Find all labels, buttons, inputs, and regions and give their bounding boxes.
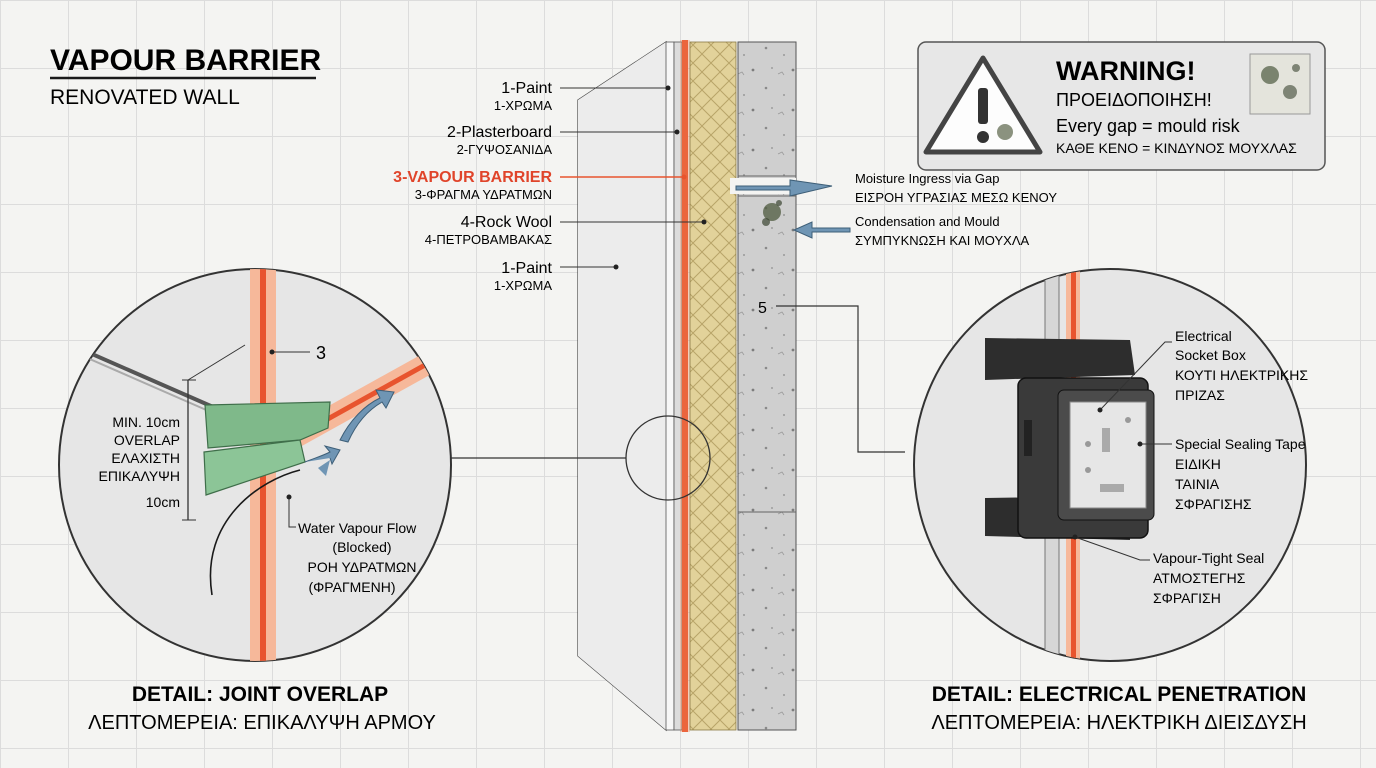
seal-line-3: ΣΦΡΑΓΙΣΗ — [1153, 590, 1221, 606]
socket-line-3: ΚΟΥΤΙ ΗΛΕΚΤΡΙΚΗΣ — [1175, 367, 1308, 383]
wall-section — [448, 40, 797, 732]
marker-3: 3 — [316, 343, 326, 363]
warning-title-gr: ΠΡΟΕΙΔΟΠΟΙΗΣΗ! — [1056, 90, 1212, 110]
flow-line-1: Water Vapour Flow — [298, 520, 417, 536]
layer-labels: 1-Paint 1-ΧΡΩΜΑ 2-Plasterboard 2-ΓΥΨΟΣΑΝ… — [393, 80, 707, 293]
tape-line-2: ΕΙΔΙΚΗ — [1175, 456, 1221, 472]
tape-line-3: ΤΑΙΝΙΑ — [1175, 476, 1220, 492]
page-subtitle: RENOVATED WALL — [50, 86, 240, 109]
layer-5-label-gr: 1-ΧΡΩΜΑ — [494, 278, 552, 293]
detail-left-caption-gr: ΛΕΠΤΟΜΕΡΕΙΑ: ΕΠΙΚΑΛΥΨΗ ΑΡΜΟΥ — [88, 712, 436, 734]
layer-4-label: 4-Rock Wool — [461, 214, 552, 231]
mould-photo — [1249, 53, 1311, 115]
overlap-line-3: ΕΛΑΧΙΣΤΗ — [111, 450, 180, 466]
layer-4-label-gr: 4-ΠΕΤΡΟΒΑΜΒΑΚΑΣ — [425, 232, 552, 247]
flow-line-4: (ΦΡΑΓΜΕΝΗ) — [308, 579, 395, 595]
joint-overlap-detail: MIN. 10cm OVERLAP ΕΛΑΧΙΣΤΗ ΕΠΙΚΑΛΥΨΗ 10c… — [58, 268, 452, 662]
seal-line-2: ΑΤΜΟΣΤΕΓΗΣ — [1153, 570, 1246, 586]
condensation-label-gr: ΣΥΜΠΥΚΝΩΣΗ ΚΑΙ ΜΟΥΧΛΑ — [855, 233, 1030, 248]
ingress-label-gr: ΕΙΣΡΟΗ ΥΓΡΑΣΙΑΣ ΜΕΣΩ ΚΕΝΟΥ — [855, 190, 1057, 205]
masonry-layer — [737, 41, 797, 731]
overlap-line-5: 10cm — [146, 494, 180, 510]
warning-line-gr: ΚΑΘΕ ΚΕΝΟ = ΚΙΝΔΥΝΟΣ ΜΟΥΧΛΑΣ — [1056, 140, 1297, 156]
layer-1-label: 1-Paint — [501, 80, 552, 97]
layer-2-label-gr: 2-ΓΥΨΟΣΑΝΙΔΑ — [457, 142, 553, 157]
rock-wool-layer — [689, 41, 737, 731]
socket-line-1: Electrical — [1175, 328, 1232, 344]
socket-line-4: ΠΡΙΖΑΣ — [1175, 387, 1225, 403]
layer-3-label: 3-VAPOUR BARRIER — [393, 169, 552, 186]
tape-line-1: Special Sealing Tape — [1175, 436, 1306, 452]
condensation-label: Condensation and Mould — [855, 214, 1000, 229]
seal-line-1: Vapour-Tight Seal — [1153, 550, 1264, 566]
mould-spot — [763, 203, 781, 221]
overlap-line-1: MIN. 10cm — [112, 414, 180, 430]
flow-line-2: (Blocked) — [332, 539, 391, 555]
layer-2-label: 2-Plasterboard — [447, 124, 552, 141]
detail-right-caption-gr: ΛΕΠΤΟΜΕΡΕΙΑ: ΗΛΕΚΤΡΙΚΗ ΔΙΕΙΣΔΥΣΗ — [931, 712, 1306, 734]
marker-5: 5 — [758, 300, 767, 317]
layer-5-label: 1-Paint — [501, 260, 552, 277]
socket-line-2: Socket Box — [1175, 347, 1246, 363]
layer-3-label-gr: 3-ΦΡΑΓΜΑ ΥΔΡΑΤΜΩΝ — [415, 187, 552, 202]
detail-right-caption: DETAIL: ELECTRICAL PENETRATION — [932, 683, 1307, 706]
moisture-callouts: Moisture Ingress via Gap ΕΙΣΡΟΗ ΥΓΡΑΣΙΑΣ… — [735, 171, 1057, 453]
overlap-line-4: ΕΠΙΚΑΛΥΨΗ — [99, 468, 180, 484]
overlap-line-2: OVERLAP — [114, 432, 180, 448]
page-title: VAPOUR BARRIER — [50, 44, 321, 77]
warning-title: WARNING! — [1056, 56, 1195, 86]
flow-line-3: ΡΟΗ ΥΔΡΑΤΜΩΝ — [307, 559, 416, 575]
detail-left-caption: DETAIL: JOINT OVERLAP — [132, 683, 388, 706]
warning-box: WARNING! ΠΡΟΕΙΔΟΠΟΙΗΣΗ! Every gap = moul… — [917, 41, 1326, 171]
electrical-penetration-detail: Electrical Socket Box ΚΟΥΤΙ ΗΛΕΚΤΡΙΚΗΣ Π… — [913, 268, 1308, 662]
tape-line-4: ΣΦΡΑΓΙΣΗΣ — [1175, 496, 1252, 512]
layer-1-label-gr: 1-ΧΡΩΜΑ — [494, 98, 552, 113]
vapour-barrier-layer — [682, 40, 688, 732]
ingress-label: Moisture Ingress via Gap — [855, 171, 1000, 186]
warning-line-en: Every gap = mould risk — [1056, 116, 1241, 136]
